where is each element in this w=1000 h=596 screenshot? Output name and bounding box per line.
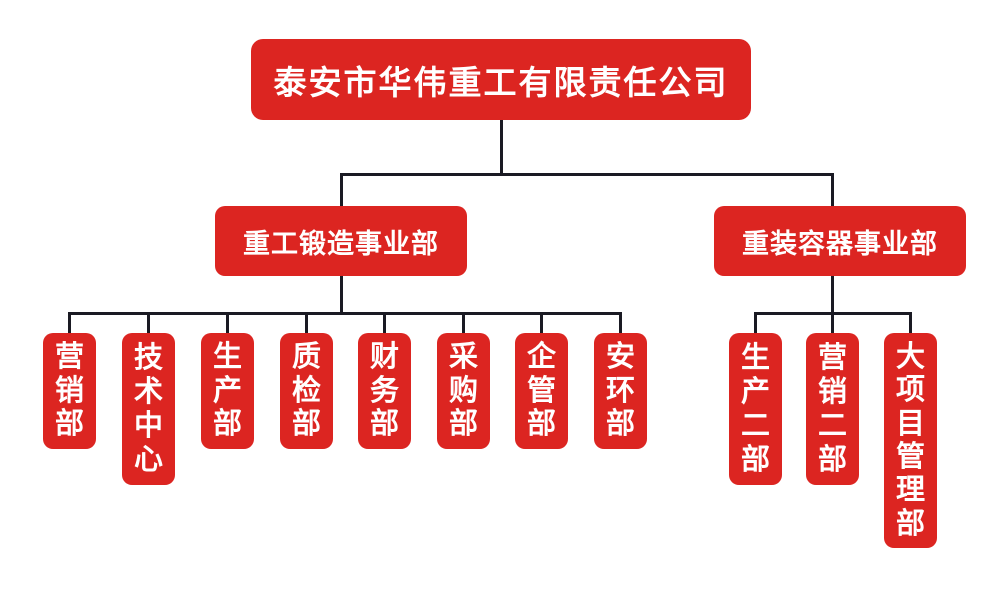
- connector-stub: [831, 312, 834, 334]
- dept-box-finance: 财务部: [358, 333, 411, 449]
- connector-main-horizontal: [340, 173, 834, 176]
- dept-box-marketing-2: 营销二部: [806, 333, 859, 485]
- connector-stub: [909, 312, 912, 334]
- dept-box-quality-inspection: 质检部: [280, 333, 333, 449]
- connector-left-division-drop: [340, 275, 343, 315]
- connector-root-drop: [500, 119, 503, 176]
- division-box-heavy-forging: 重工锻造事业部: [215, 206, 467, 276]
- connector-left-branch-drop: [340, 173, 343, 207]
- dept-box-safety-environment: 安环部: [594, 333, 647, 449]
- dept-box-enterprise-management: 企管部: [515, 333, 568, 449]
- connector-stub: [305, 312, 308, 334]
- connector-stub: [619, 312, 622, 334]
- dept-box-production-2: 生产二部: [729, 333, 782, 485]
- connector-stub: [383, 312, 386, 334]
- company-root-box: 泰安市华伟重工有限责任公司: [251, 39, 751, 120]
- connector-stub: [754, 312, 757, 334]
- connector-right-branch-drop: [831, 173, 834, 207]
- division-label: 重装容器事业部: [742, 228, 938, 259]
- dept-box-technology-center: 技术中心: [122, 333, 175, 485]
- connector-stub: [226, 312, 229, 334]
- dept-box-procurement: 采购部: [437, 333, 490, 449]
- division-box-heavy-container: 重装容器事业部: [714, 206, 966, 276]
- connector-stub: [540, 312, 543, 334]
- division-label: 重工锻造事业部: [243, 228, 439, 259]
- connector-stub: [147, 312, 150, 334]
- connector-left-horizontal: [68, 312, 621, 315]
- connector-stub: [68, 312, 71, 334]
- company-name: 泰安市华伟重工有限责任公司: [273, 63, 729, 101]
- connector-stub: [462, 312, 465, 334]
- dept-box-production: 生产部: [201, 333, 254, 449]
- connector-right-division-drop: [831, 275, 834, 315]
- dept-box-marketing: 营销部: [43, 333, 96, 449]
- dept-box-major-project-management: 大项目管理部: [884, 333, 937, 548]
